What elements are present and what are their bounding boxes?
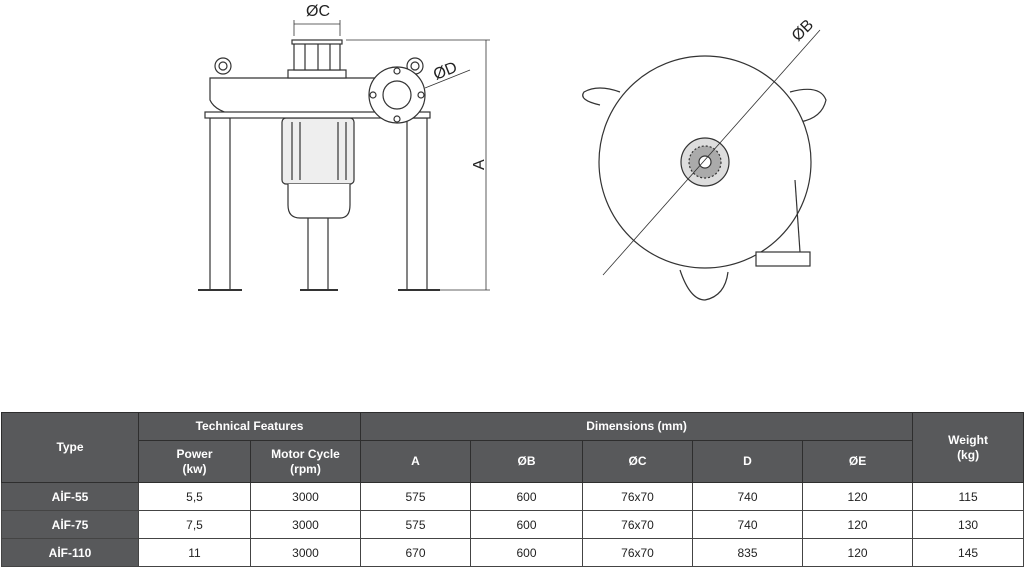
rpm-cell: 3000: [249, 510, 362, 539]
weight-header-label: Weight: [948, 432, 988, 447]
motor-cycle-header: Motor Cycle(rpm): [249, 440, 362, 483]
type-cell: AİF-110: [1, 538, 139, 567]
technical-drawing: ØC ØD A ØB: [198, 3, 827, 301]
specifications-table: Type Technical Features Dimensions (mm) …: [1, 412, 1024, 567]
dimensions-header: Dimensions (mm): [360, 412, 914, 441]
power-header-label: Power: [176, 446, 213, 461]
dim-label-b: ØB: [789, 16, 817, 44]
weight-header-unit: (kg): [957, 447, 980, 462]
motor-cycle-header-label: Motor Cycle: [271, 446, 340, 461]
top-view: [582, 29, 827, 301]
power-header-unit: (kw): [182, 461, 207, 476]
b-cell: 600: [470, 482, 584, 511]
weight-cell: 115: [912, 482, 1024, 511]
rpm-cell: 3000: [249, 482, 362, 511]
table-row: AİF-55 5,5 3000 575 600 76x70 740 120 11…: [1, 482, 1024, 511]
table-row: AİF-75 7,5 3000 575 600 76x70 740 120 13…: [1, 510, 1024, 539]
b-cell: 600: [470, 538, 584, 567]
weight-cell: 130: [912, 510, 1024, 539]
dim-e-header: ØE: [802, 440, 914, 483]
dim-d-header: D: [692, 440, 804, 483]
c-cell: 76x70: [582, 510, 694, 539]
e-cell: 120: [802, 482, 914, 511]
c-cell: 76x70: [582, 538, 694, 567]
power-header: Power(kw): [138, 440, 251, 483]
b-cell: 600: [470, 510, 584, 539]
dim-b-header: ØB: [470, 440, 584, 483]
a-cell: 670: [360, 538, 472, 567]
rpm-cell: 3000: [249, 538, 362, 567]
a-cell: 575: [360, 510, 472, 539]
side-view: [198, 20, 490, 291]
d-cell: 835: [692, 538, 804, 567]
power-cell: 5,5: [138, 482, 251, 511]
d-cell: 740: [692, 510, 804, 539]
weight-header: Weight(kg): [912, 412, 1024, 483]
dim-c-header: ØC: [582, 440, 694, 483]
power-cell: 7,5: [138, 510, 251, 539]
e-cell: 120: [802, 510, 914, 539]
motor-cycle-header-unit: (rpm): [290, 461, 321, 476]
e-cell: 120: [802, 538, 914, 567]
d-cell: 740: [692, 482, 804, 511]
type-cell: AİF-75: [1, 510, 139, 539]
weight-cell: 145: [912, 538, 1024, 567]
type-header: Type: [1, 412, 139, 483]
dim-label-d: ØD: [431, 59, 460, 84]
dim-label-a: A: [471, 159, 488, 170]
dim-label-c: ØC: [306, 3, 330, 20]
type-cell: AİF-55: [1, 482, 139, 511]
a-cell: 575: [360, 482, 472, 511]
table-row: AİF-110 11 3000 670 600 76x70 835 120 14…: [1, 538, 1024, 567]
dim-a-header: A: [360, 440, 472, 483]
power-cell: 11: [138, 538, 251, 567]
c-cell: 76x70: [582, 482, 694, 511]
technical-features-header: Technical Features: [137, 412, 362, 441]
